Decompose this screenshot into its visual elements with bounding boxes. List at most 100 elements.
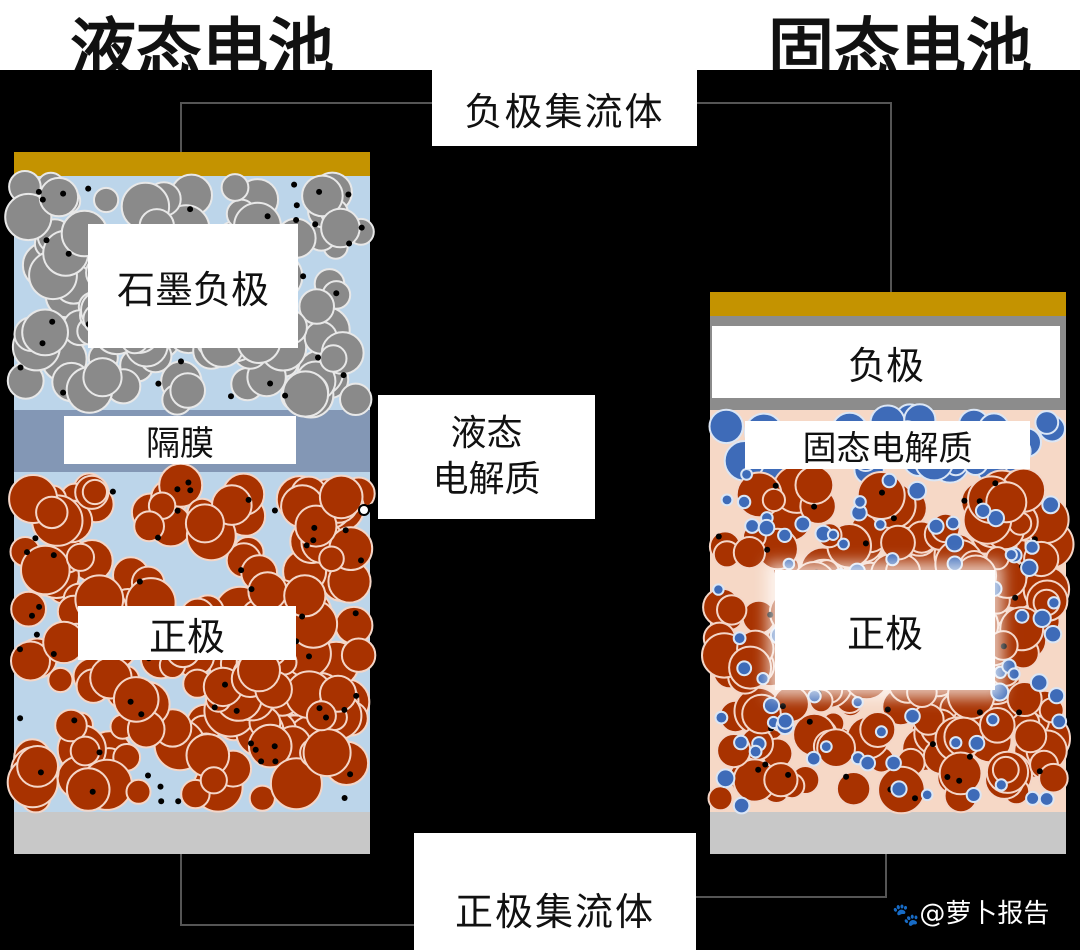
electrolyte-particle — [740, 468, 753, 481]
cathode-wire-right-v — [885, 852, 887, 898]
electrolyte-particle — [1048, 687, 1066, 705]
carbon-dot — [806, 718, 813, 725]
carbon-dot — [340, 372, 347, 379]
cathode-particle — [247, 723, 293, 769]
carbon-dot — [306, 653, 312, 660]
carbon-dot — [966, 753, 973, 760]
cathode-particle — [716, 594, 748, 626]
electrolyte-particle — [720, 493, 734, 507]
electrolyte-particle — [1041, 495, 1061, 515]
carbon-dot — [291, 181, 298, 188]
electrolyte-particle — [1004, 548, 1018, 562]
watermark: 🐾@萝卜报告 — [892, 893, 1049, 930]
liquid-anode-collector — [14, 152, 370, 176]
anode-wire-left-h — [180, 102, 435, 104]
carbon-dot — [271, 507, 278, 514]
carbon-dot — [24, 549, 30, 556]
anode-wire-right-v — [890, 102, 892, 292]
cathode-particle — [1038, 762, 1069, 794]
carbon-dot — [39, 196, 46, 203]
cathode-particle — [199, 766, 228, 795]
carbon-dot — [890, 515, 897, 522]
cathode-particle — [35, 495, 69, 530]
carbon-dot — [127, 698, 134, 705]
cathode-particle — [835, 771, 872, 807]
carbon-dot — [715, 533, 722, 540]
cathode-particle — [305, 700, 337, 732]
electrolyte-particle — [885, 754, 902, 772]
carbon-dot — [39, 340, 46, 347]
cathode-particle — [81, 478, 109, 506]
carbon-dot — [862, 540, 869, 547]
electrolyte-particle — [714, 710, 729, 725]
electrolyte-particle — [851, 696, 864, 709]
carbon-dot — [37, 769, 44, 776]
carbon-dot — [762, 761, 769, 768]
carbon-dot — [271, 743, 278, 750]
carbon-dot — [60, 190, 67, 197]
carbon-dot — [300, 273, 307, 280]
electrolyte-particle — [974, 502, 992, 519]
carbon-dot — [843, 773, 850, 780]
electrolyte-particle — [708, 408, 744, 445]
electrolyte-particle — [994, 778, 1008, 792]
graphite-particle — [301, 174, 344, 218]
carbon-dot — [1036, 768, 1043, 775]
electrolyte-particle — [805, 750, 822, 767]
carbon-dot — [956, 777, 963, 784]
graphite-particle — [93, 186, 120, 214]
carbon-dot — [976, 709, 983, 716]
graphite-particle — [4, 192, 53, 242]
electrolyte-particle — [826, 528, 840, 541]
carbon-dot — [293, 217, 300, 223]
carbon-dot — [992, 480, 999, 487]
cathode-particle — [269, 757, 323, 811]
carbon-dot — [267, 380, 274, 387]
carbon-dot — [245, 496, 252, 503]
carbon-dot — [358, 557, 364, 564]
electrolyte-particle — [874, 518, 887, 531]
solid-cathode-label: 正极 — [775, 570, 995, 690]
liquid-electrolyte-line1: 液态 — [450, 413, 523, 454]
carbon-dot — [345, 191, 352, 198]
cathode-particle — [112, 676, 160, 723]
electrolyte-particle — [907, 480, 928, 501]
electrolyte-particle — [712, 583, 725, 596]
carbon-dot — [1016, 709, 1023, 716]
carbon-dot — [158, 798, 165, 805]
carbon-dot — [50, 552, 57, 559]
carbon-dot — [17, 715, 24, 722]
liquid-cathode-collector — [14, 812, 370, 854]
carbon-dot — [85, 185, 92, 192]
electrolyte-particle — [1051, 713, 1068, 730]
liquid-battery-title: 液态电池 — [70, 11, 334, 70]
carbon-dot — [33, 631, 40, 638]
carbon-dot — [138, 711, 145, 718]
carbon-dot — [71, 717, 78, 724]
carbon-dot — [303, 542, 310, 549]
liquid-electrolyte-label: 液态 电解质 — [378, 395, 595, 519]
electrolyte-particle — [1024, 539, 1040, 555]
cathode-particle — [133, 510, 166, 543]
carbon-dot — [811, 503, 818, 510]
graphite-particle — [220, 173, 250, 202]
cathode-particle — [318, 545, 345, 573]
carbon-dot — [341, 795, 348, 801]
carbon-dot — [109, 488, 116, 495]
cathode-particle — [20, 544, 71, 596]
carbon-dot — [312, 221, 319, 228]
carbon-dot — [32, 535, 39, 542]
carbon-dot — [145, 772, 151, 779]
electrolyte-particle — [748, 744, 763, 759]
carbon-dot — [352, 610, 359, 617]
carbon-dot — [228, 393, 234, 400]
carbon-dot — [252, 746, 259, 753]
solid-anode-label: 负极 — [712, 326, 1060, 398]
cathode-wire-right-h — [696, 896, 887, 898]
carbon-dot — [65, 250, 72, 257]
carbon-dot — [316, 188, 323, 195]
graphite-anode-label: 石墨负极 — [88, 224, 298, 348]
carbon-dot — [155, 380, 162, 387]
carbon-dot — [17, 646, 23, 653]
electrolyte-particle — [890, 780, 908, 798]
